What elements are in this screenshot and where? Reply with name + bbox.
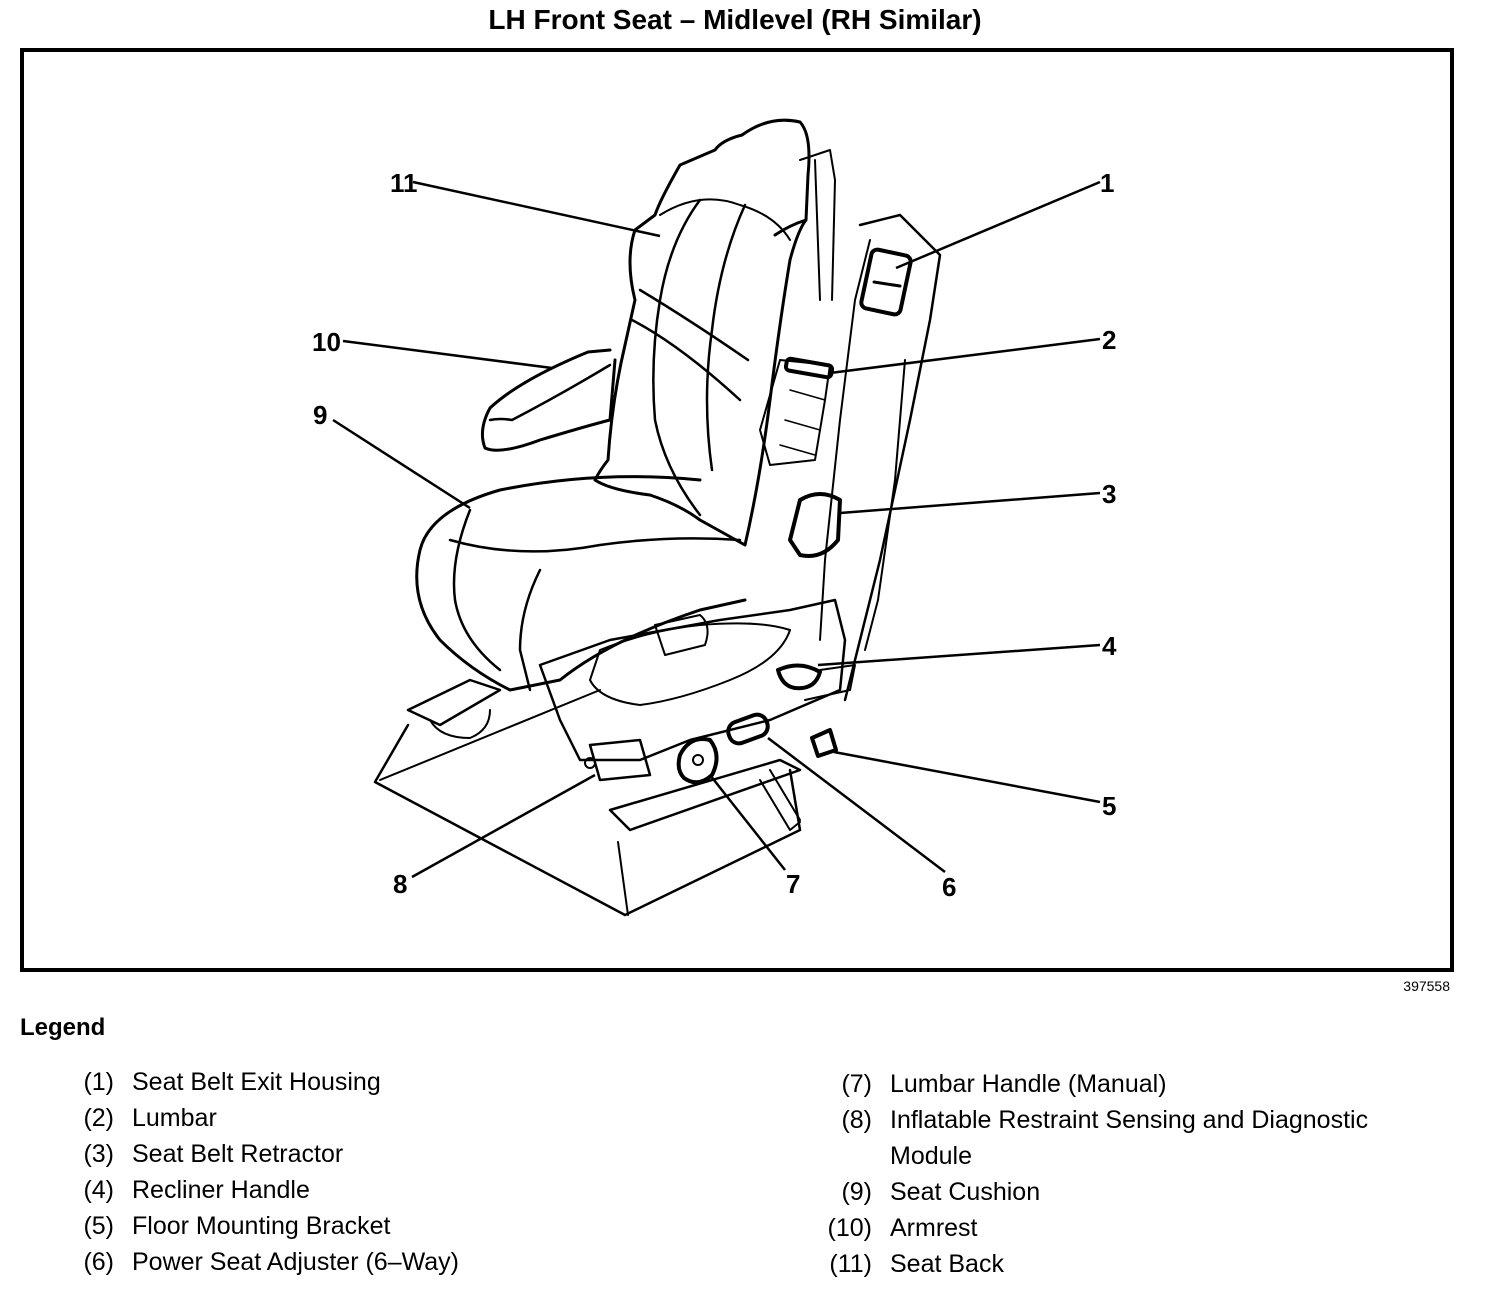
adjuster-motor xyxy=(654,614,709,656)
figure-id: 397558 xyxy=(1403,978,1450,994)
seat-back-outline xyxy=(593,133,808,547)
legend-number: (6) xyxy=(83,1248,114,1276)
legend-item: (1) Seat Belt Exit Housing xyxy=(60,1064,700,1100)
leader-lines xyxy=(332,180,1101,879)
legend-item: (10) Armrest xyxy=(800,1210,1480,1246)
seat-cushion-top-seam xyxy=(448,537,742,553)
legend-label: Lumbar Handle (Manual) xyxy=(890,1070,1167,1098)
callout-3: 3 xyxy=(1102,479,1116,509)
seat-back-inner xyxy=(652,198,702,517)
floor-plane xyxy=(373,723,802,917)
floor-rail-right xyxy=(608,758,802,832)
leader-line-9 xyxy=(332,418,471,510)
lumbar-rods xyxy=(779,389,826,456)
seat-back-seam xyxy=(630,288,750,402)
lumbar-handle xyxy=(676,737,719,785)
legend-column-left: (1) Seat Belt Exit Housing (2) Lumbar (3… xyxy=(60,1064,700,1280)
headrest-outline xyxy=(740,118,811,237)
legend-label: Floor Mounting Bracket xyxy=(132,1212,391,1240)
legend-label: Power Seat Adjuster (6–Way) xyxy=(132,1248,459,1276)
callout-2: 2 xyxy=(1102,325,1116,355)
legend-number: (4) xyxy=(83,1176,114,1204)
legend-item: (2) Lumbar xyxy=(60,1100,700,1136)
seat-belt-retractor xyxy=(788,492,842,558)
legend-label: Seat Belt Exit Housing xyxy=(132,1068,381,1096)
callout-7: 7 xyxy=(786,869,800,899)
seat-back-inner2 xyxy=(705,203,747,472)
sensing-diagnostic-module xyxy=(588,738,652,782)
legend-number: (9) xyxy=(841,1178,872,1206)
legend-item: (4) Recliner Handle xyxy=(60,1172,700,1208)
legend-number: (5) xyxy=(83,1212,114,1240)
leader-line-6 xyxy=(767,737,946,873)
legend-label: Seat Belt Retractor xyxy=(132,1140,344,1168)
legend-label: Seat Back xyxy=(890,1250,1004,1278)
legend-item: (3) Seat Belt Retractor xyxy=(60,1136,700,1172)
callout-4: 4 xyxy=(1102,631,1117,661)
legend-number: (8) xyxy=(841,1106,872,1134)
callout-10: 10 xyxy=(312,327,341,357)
power-seat-switch xyxy=(726,712,770,746)
legend-number: (7) xyxy=(841,1070,872,1098)
adjuster-body xyxy=(538,598,847,762)
floor-rail-left xyxy=(406,678,502,727)
legend-item: (8) Inflatable Restraint Sensing and Dia… xyxy=(800,1102,1480,1174)
legend-column-right: (7) Lumbar Handle (Manual) (8) Inflatabl… xyxy=(800,1066,1480,1282)
legend-item: (11) Seat Back xyxy=(800,1246,1480,1282)
side-frame-inner xyxy=(819,239,871,641)
seat-cushion-front-seam xyxy=(452,508,502,672)
legend-number: (2) xyxy=(83,1104,114,1132)
leader-line-8 xyxy=(411,773,596,879)
armrest-top xyxy=(488,363,612,422)
side-frame-rear xyxy=(864,359,906,651)
seat-illustration: 1 2 3 4 5 6 7 8 9 10 11 xyxy=(312,118,1117,917)
callout-9: 9 xyxy=(313,400,327,430)
legend-heading: Legend xyxy=(20,1014,106,1041)
legend-number: (10) xyxy=(827,1214,872,1242)
floor-bracket-right xyxy=(810,728,838,758)
leader-line-10 xyxy=(342,339,553,370)
callout-1: 1 xyxy=(1100,168,1114,198)
leader-line-5 xyxy=(833,750,1101,804)
legend-item: (9) Seat Cushion xyxy=(800,1174,1480,1210)
armrest-outline xyxy=(480,348,617,452)
legend-label: Armrest xyxy=(890,1214,978,1242)
leader-line-3 xyxy=(839,491,1101,515)
legend-number: (11) xyxy=(829,1250,872,1278)
legend-item: (6) Power Seat Adjuster (6–Way) xyxy=(60,1244,700,1280)
legend-label: Lumbar xyxy=(132,1104,217,1132)
callout-6: 6 xyxy=(942,872,956,902)
leader-line-11 xyxy=(412,180,661,238)
adjuster-tray xyxy=(589,622,791,706)
seat-belt-exit-housing xyxy=(859,247,913,317)
callout-8: 8 xyxy=(393,869,407,899)
legend-number: (3) xyxy=(83,1140,114,1168)
legend-label: Inflatable Restraint Sensing and Diagnos… xyxy=(890,1106,1369,1170)
callout-5: 5 xyxy=(1102,791,1116,821)
legend-number: (1) xyxy=(83,1068,114,1096)
seat-cushion-outline xyxy=(415,475,747,692)
leader-line-1 xyxy=(895,180,1101,270)
seat-cushion-side xyxy=(518,568,542,692)
leader-line-7 xyxy=(709,774,786,871)
legend-item: (5) Floor Mounting Bracket xyxy=(60,1208,700,1244)
diagram-title: LH Front Seat – Midlevel (RH Similar) xyxy=(488,4,982,35)
recliner-handle xyxy=(776,663,822,691)
headrest-post xyxy=(799,149,836,301)
legend-item: (7) Lumbar Handle (Manual) xyxy=(800,1066,1480,1102)
legend-label: Seat Cushion xyxy=(890,1178,1041,1206)
leader-line-2 xyxy=(829,337,1101,375)
diagram-frame xyxy=(20,48,1454,972)
legend-label: Recliner Handle xyxy=(132,1176,310,1204)
callout-11: 11 xyxy=(390,168,418,198)
side-frame xyxy=(843,213,942,702)
leader-line-4 xyxy=(817,643,1101,667)
seat-back-panel xyxy=(659,198,791,241)
